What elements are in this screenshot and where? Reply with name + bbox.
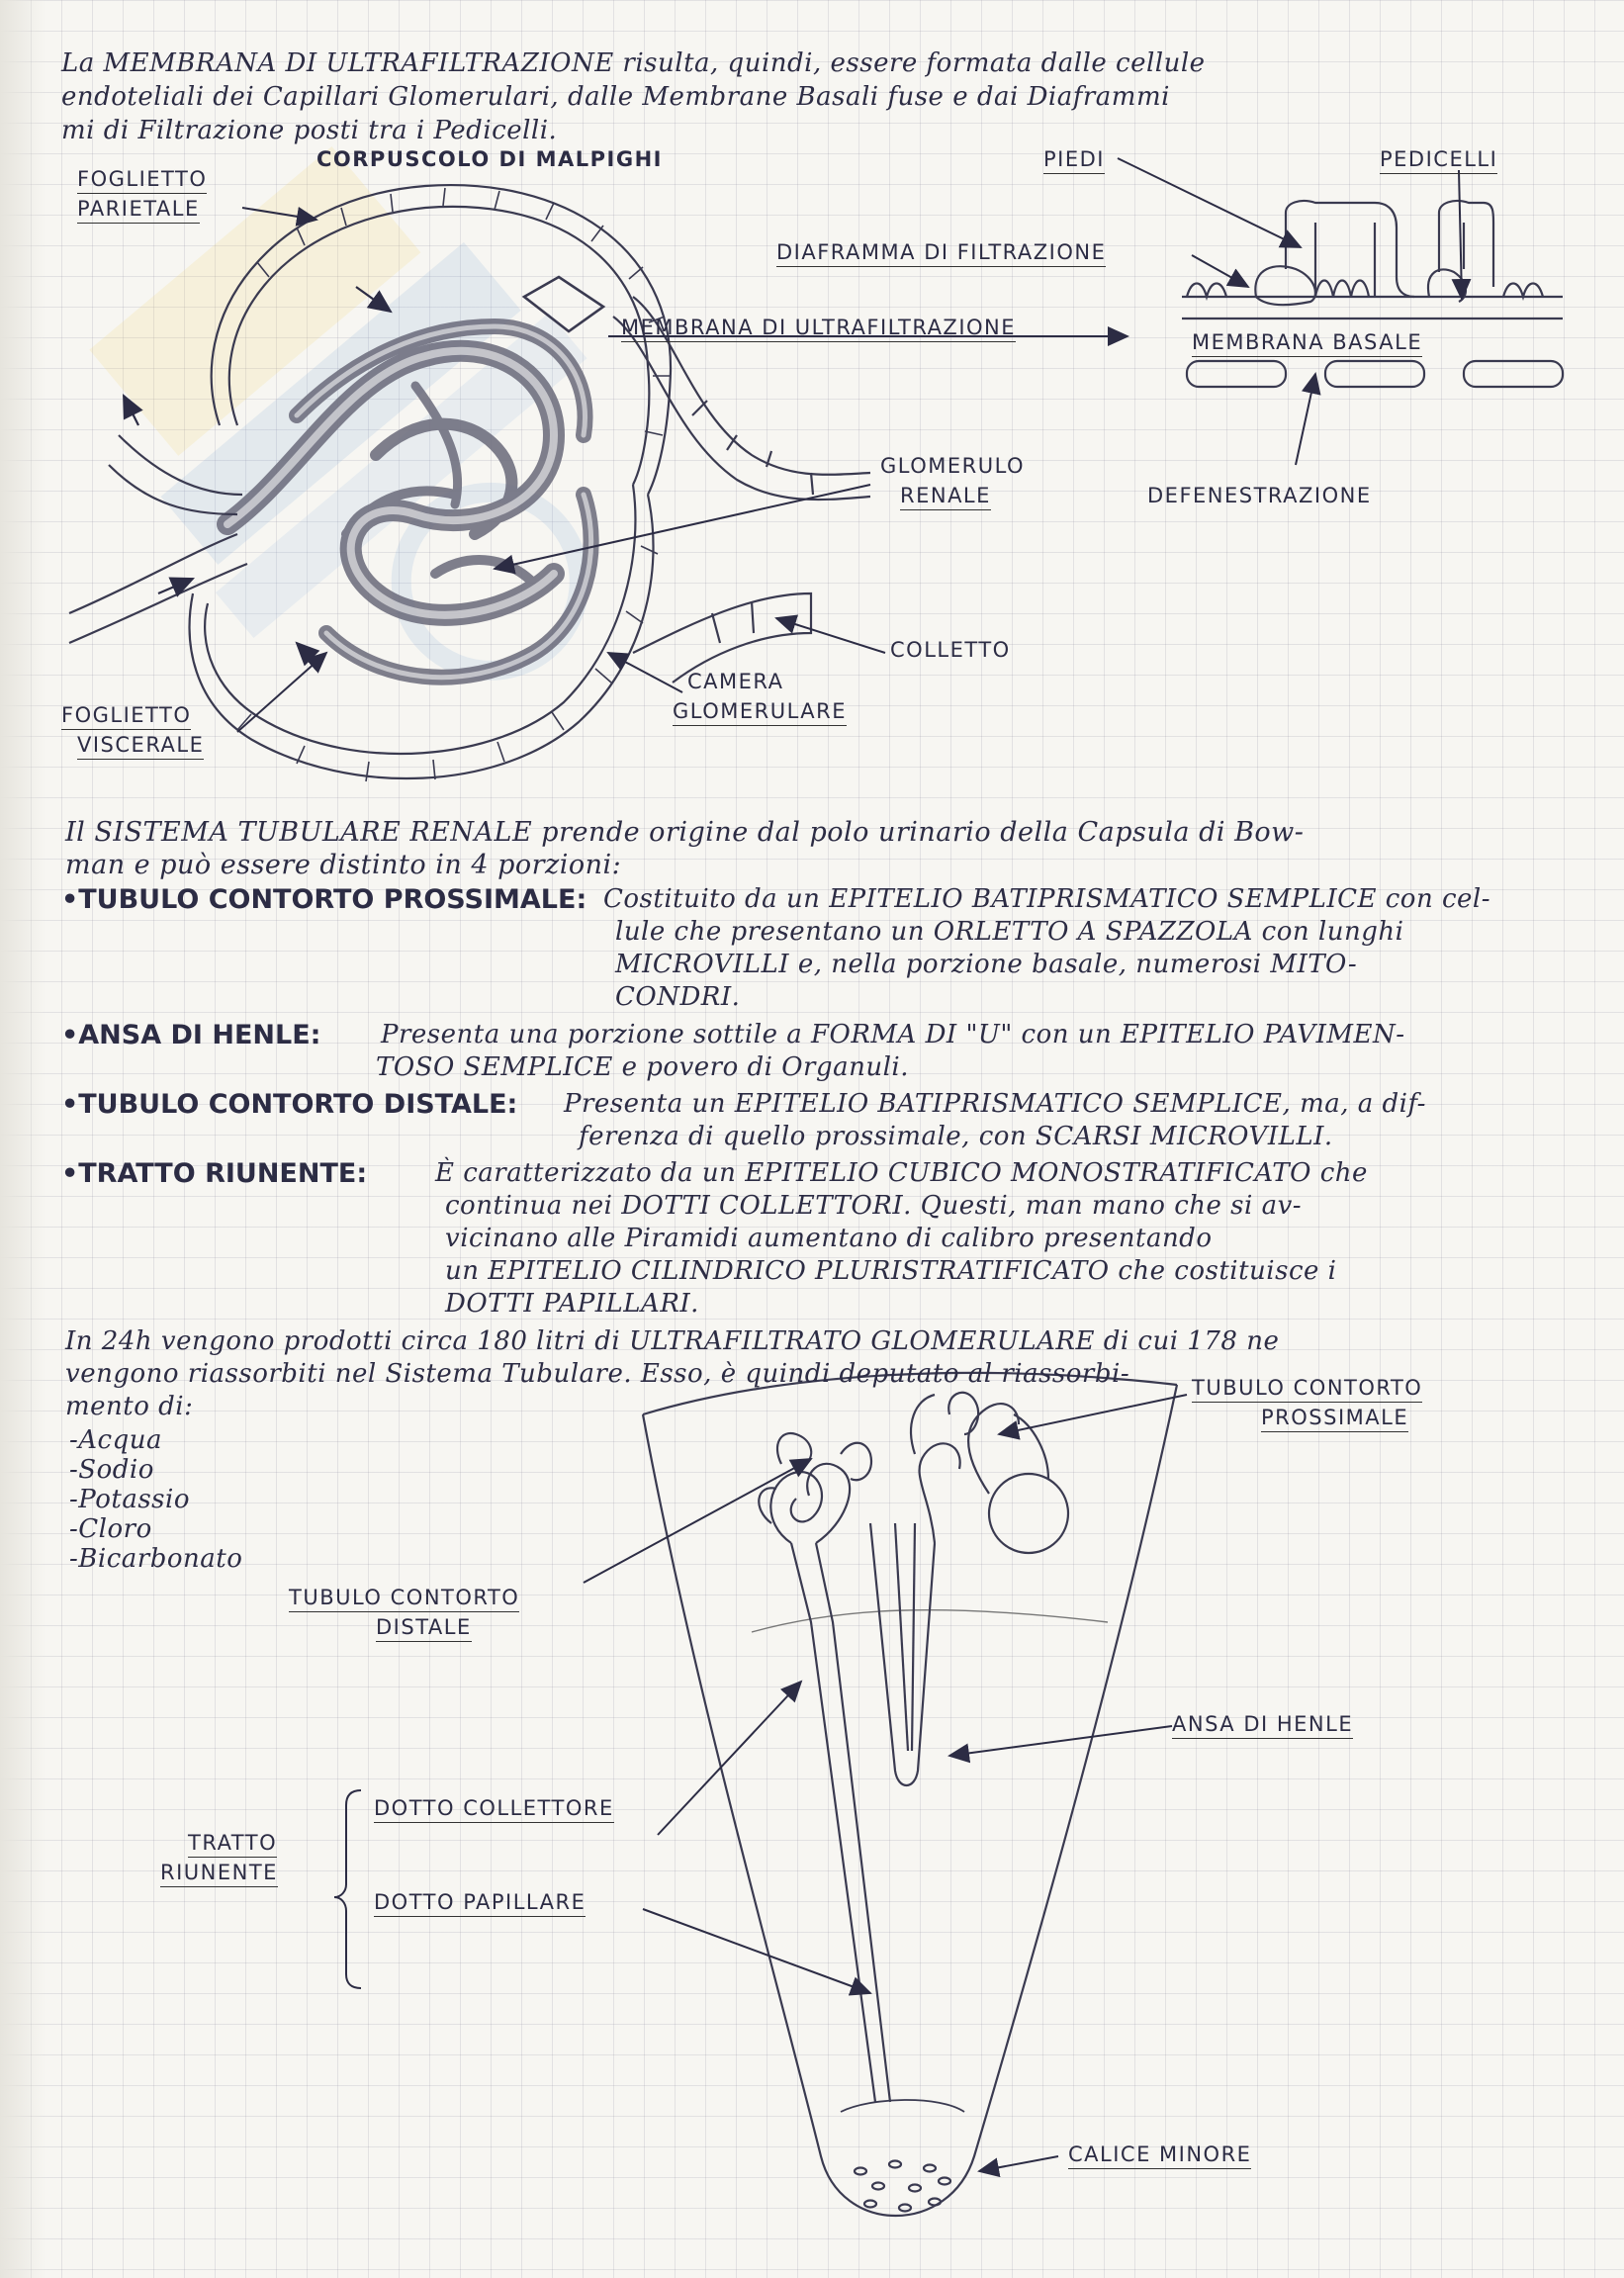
label-glomerulo-2: RENALE xyxy=(900,483,991,510)
filtrate-line-1: In 24h vengono prodotti circa 180 litri … xyxy=(65,1326,1280,1356)
label-foglietto-parietale-2: PARIETALE xyxy=(77,196,200,224)
riunente-line-3: vicinano alle Piramidi aumentano di cali… xyxy=(445,1224,1213,1253)
tcp-heading: •TUBULO CONTORTO PROSSIMALE: xyxy=(61,884,587,915)
label-glomerulo-1: GLOMERULO xyxy=(880,454,1026,478)
tcp-line-2: lule che presentano un ORLETTO A SPAZZOL… xyxy=(615,917,1404,947)
intro-line-1: La MEMBRANA DI ULTRAFILTRAZIONE risulta,… xyxy=(61,48,1206,78)
henle-heading: •ANSA DI HENLE: xyxy=(61,1020,321,1050)
label-diaframma: DIAFRAMMA DI FILTRAZIONE xyxy=(776,239,1107,267)
label-dotto-collettore: DOTTO COLLETTORE xyxy=(374,1795,614,1823)
label-piedi: PIEDI xyxy=(1043,146,1105,174)
label-membrana-ultrafiltrazione: MEMBRANA DI ULTRAFILTRAZIONE xyxy=(621,315,1017,342)
filtrate-line-3: mento di: xyxy=(65,1392,194,1421)
label-camera-2: GLOMERULARE xyxy=(673,698,848,726)
riunente-line-4: un EPITELIO CILINDRICO PLURISTRATIFICATO… xyxy=(445,1256,1337,1286)
label-pedicelli: PEDICELLI xyxy=(1380,146,1498,174)
label-membrana-basale: MEMBRANA BASALE xyxy=(1192,329,1423,357)
label-tcd-2: DISTALE xyxy=(376,1614,472,1642)
podocyte-drawing xyxy=(1182,199,1565,389)
filtrate-list-item: -Cloro xyxy=(69,1514,152,1544)
label-defenestrazione: DEFENESTRAZIONE xyxy=(1147,484,1372,507)
riunente-line-2: continua nei DOTTI COLLETTORI. Questi, m… xyxy=(445,1191,1303,1221)
tcp-line-3: MICROVILLI e, nella porzione basale, num… xyxy=(615,950,1358,979)
tcd-heading: •TUBULO CONTORTO DISTALE: xyxy=(61,1089,518,1120)
corpuscle-drawing xyxy=(188,184,871,782)
label-foglietto-parietale-1: FOGLIETTO xyxy=(77,166,208,194)
tubular-intro-1: Il SISTEMA TUBULARE RENALE prende origin… xyxy=(65,817,1305,848)
label-camera-1: CAMERA xyxy=(687,670,784,693)
figure1-title: CORPUSCOLO DI MALPIGHI xyxy=(316,147,663,171)
filtrate-list-item: -Acqua xyxy=(69,1425,163,1455)
tcd-line-2: ferenza di quello prossimale, con SCARSI… xyxy=(579,1122,1333,1151)
tcp-line-1: Costituito da un EPITELIO BATIPRISMATICO… xyxy=(603,884,1491,914)
henle-line-2: TOSO SEMPLICE e povero di Organuli. xyxy=(376,1052,909,1082)
henle-line-1: Presenta una porzione sottile a FORMA DI… xyxy=(381,1020,1405,1049)
filtrate-list-item: -Potassio xyxy=(69,1485,190,1514)
label-tcp-2: PROSSIMALE xyxy=(1261,1405,1409,1432)
label-ansa-henle: ANSA DI HENLE xyxy=(1172,1711,1354,1739)
riunente-line-1: È caratterizzato da un EPITELIO CUBICO M… xyxy=(435,1158,1368,1188)
label-dotto-papillare: DOTTO PAPILLARE xyxy=(374,1889,586,1917)
intro-line-2: endoteliali dei Capillari Glomerulari, d… xyxy=(61,82,1170,112)
label-foglietto-viscerale-1: FOGLIETTO xyxy=(61,702,192,730)
label-tratto-2: RIUNENTE xyxy=(160,1860,278,1887)
tcp-line-4: CONDRI. xyxy=(615,982,741,1012)
label-tcp-1: TUBULO CONTORTO xyxy=(1192,1375,1423,1403)
riunente-line-5: DOTTI PAPILLARI. xyxy=(445,1289,699,1319)
label-tratto-1: TRATTO xyxy=(188,1830,278,1858)
label-calice-minore: CALICE MINORE xyxy=(1068,2141,1252,2169)
riunente-heading: •TRATTO RIUNENTE: xyxy=(61,1158,368,1189)
page-shadow xyxy=(0,0,45,2278)
label-foglietto-viscerale-2: VISCERALE xyxy=(77,732,205,760)
intro-line-3: mi di Filtrazione posti tra i Pedicelli. xyxy=(61,116,558,145)
tubular-intro-2: man e può essere distinto in 4 porzioni: xyxy=(65,850,622,880)
filtrate-list-item: -Bicarbonato xyxy=(69,1544,243,1574)
pyramid-drawing xyxy=(641,1371,1179,2217)
label-colletto: COLLETTO xyxy=(890,638,1011,662)
filtrate-line-2: vengono riassorbiti nel Sistema Tubulare… xyxy=(65,1359,1130,1389)
filtrate-list-item: -Sodio xyxy=(69,1455,154,1485)
label-tcd-1: TUBULO CONTORTO xyxy=(289,1585,520,1612)
tcd-line-1: Presenta un EPITELIO BATIPRISMATICO SEMP… xyxy=(564,1089,1426,1119)
